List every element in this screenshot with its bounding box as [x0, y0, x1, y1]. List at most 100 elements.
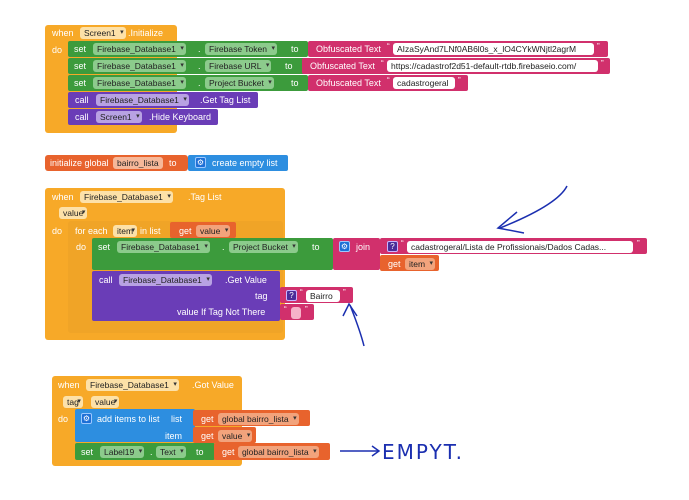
- item-variable[interactable]: item: [113, 225, 138, 237]
- method-name: .Get Tag List: [200, 95, 251, 105]
- list-socket-label: list: [171, 414, 182, 424]
- method-name: .Hide Keyboard: [149, 112, 212, 122]
- handwritten-note: EMPYT.: [382, 440, 464, 464]
- to-keyword: to: [312, 242, 320, 252]
- tag-socket-label: tag: [255, 291, 268, 301]
- to-keyword: to: [196, 447, 204, 457]
- pen-arrow-stroke: [499, 185, 568, 229]
- join-keyword: join: [356, 242, 371, 252]
- do-keyword: do: [76, 242, 87, 252]
- label19-dropdown[interactable]: Label19: [100, 446, 145, 458]
- question-icon[interactable]: ?: [387, 241, 398, 252]
- property-dropdown-project-bucket[interactable]: Project Bucket: [205, 77, 274, 89]
- to-keyword: to: [291, 44, 299, 54]
- obfuscated-text-label: Obfuscated Text: [316, 78, 381, 88]
- quote-mark: ”: [305, 305, 308, 314]
- component-dropdown[interactable]: Firebase_Database1: [96, 94, 189, 106]
- when-keyword: when: [52, 192, 74, 202]
- for-each-keyword: for each: [75, 226, 108, 236]
- join-text-field[interactable]: cadastrogeral/Lista de Profissionais/Dad…: [407, 241, 633, 253]
- quote-mark: “: [381, 59, 384, 68]
- property-dropdown-firebase-url[interactable]: Firebase URL: [205, 60, 272, 72]
- project-bucket-field[interactable]: cadastrogeral: [393, 77, 455, 89]
- create-empty-list-label: create empty list: [212, 158, 278, 168]
- add-items-label: add items to list: [97, 414, 160, 424]
- component-dropdown[interactable]: Firebase_Database1: [80, 191, 173, 203]
- param-value[interactable]: value: [91, 396, 120, 408]
- property-dropdown-project-bucket[interactable]: Project Bucket: [229, 241, 298, 253]
- param-value[interactable]: value: [59, 207, 88, 219]
- do-keyword: do: [52, 45, 63, 55]
- do-keyword: do: [52, 226, 63, 236]
- global-list-dropdown[interactable]: global bairro_lista: [218, 413, 299, 425]
- item-socket-label: item: [165, 431, 183, 441]
- gear-icon[interactable]: ⚙: [195, 157, 206, 168]
- quote-mark: ”: [601, 59, 604, 68]
- set-keyword: set: [98, 242, 111, 252]
- component-dropdown[interactable]: Firebase_Database1: [119, 274, 212, 286]
- do-keyword: do: [58, 414, 69, 424]
- pen-arrowhead: [371, 445, 381, 457]
- tag-text-field[interactable]: Bairro: [306, 290, 340, 302]
- dot-separator: .: [150, 447, 153, 457]
- set-keyword: set: [81, 447, 94, 457]
- to-keyword: to: [169, 158, 177, 168]
- call-keyword: call: [99, 275, 113, 285]
- dot-separator: .: [198, 44, 201, 54]
- component-dropdown[interactable]: Firebase_Database1: [93, 77, 186, 89]
- when-keyword: when: [52, 28, 74, 38]
- pen-arrowhead: [342, 302, 358, 317]
- component-dropdown[interactable]: Firebase_Database1: [117, 241, 210, 253]
- firebase-token-field[interactable]: AIzaSyAnd7LNf0AB6l0s_x_lO4CYkWNjtl2agrM: [393, 43, 594, 55]
- gear-icon[interactable]: ⚙: [81, 413, 92, 424]
- gear-icon[interactable]: ⚙: [339, 241, 350, 252]
- event-name: .Initialize: [128, 28, 164, 38]
- quote-mark: ”: [597, 42, 600, 51]
- empty-text-field[interactable]: [291, 307, 301, 319]
- pen-arrow-stroke: [349, 304, 365, 347]
- global-list-dropdown[interactable]: global bairro_lista: [238, 446, 319, 458]
- in-list-keyword: in list: [140, 226, 161, 236]
- get-value-dropdown[interactable]: value: [218, 430, 253, 442]
- obfuscated-text-label: Obfuscated Text: [316, 44, 381, 54]
- method-name: .Get Value: [225, 275, 267, 285]
- quote-mark: “: [387, 76, 390, 85]
- component-dropdown[interactable]: Firebase_Database1: [93, 60, 186, 72]
- event-name: .Got Value: [192, 380, 234, 390]
- set-keyword: set: [74, 61, 87, 71]
- question-icon[interactable]: ?: [286, 290, 297, 301]
- set-keyword: set: [74, 44, 87, 54]
- get-keyword: get: [388, 259, 401, 269]
- global-name-field[interactable]: bairro_lista: [113, 157, 163, 169]
- dot-separator: .: [198, 78, 201, 88]
- firebase-url-field[interactable]: https://cadastrof2d51-default-rtdb.fireb…: [387, 60, 598, 72]
- quote-mark: “: [401, 239, 404, 248]
- add-items-to-list-block[interactable]: [75, 409, 195, 442]
- get-keyword: get: [179, 226, 192, 236]
- obfuscated-text-label: Obfuscated Text: [310, 61, 375, 71]
- quote-mark: “: [284, 305, 287, 314]
- component-dropdown[interactable]: Firebase_Database1: [93, 43, 186, 55]
- initialize-global-label: initialize global: [50, 158, 109, 168]
- quote-mark: ”: [637, 239, 640, 248]
- create-empty-list-block[interactable]: [188, 155, 288, 171]
- property-dropdown-firebase-token[interactable]: Firebase Token: [205, 43, 277, 55]
- when-keyword: when: [58, 380, 80, 390]
- call-keyword: call: [75, 112, 89, 122]
- property-dropdown-text[interactable]: Text: [156, 446, 186, 458]
- to-keyword: to: [291, 78, 299, 88]
- quote-mark: ”: [458, 76, 461, 85]
- dot-separator: .: [222, 242, 225, 252]
- call-keyword: call: [75, 95, 89, 105]
- component-dropdown[interactable]: Firebase_Database1: [86, 379, 179, 391]
- get-value-dropdown[interactable]: value: [196, 225, 231, 237]
- param-tag[interactable]: tag: [63, 396, 83, 408]
- to-keyword: to: [285, 61, 293, 71]
- quote-mark: “: [300, 288, 303, 297]
- component-dropdown-screen1[interactable]: Screen1: [80, 27, 126, 39]
- get-keyword: get: [222, 447, 235, 457]
- get-item-dropdown[interactable]: item: [405, 258, 436, 270]
- set-keyword: set: [74, 78, 87, 88]
- component-dropdown-screen1[interactable]: Screen1: [96, 111, 142, 123]
